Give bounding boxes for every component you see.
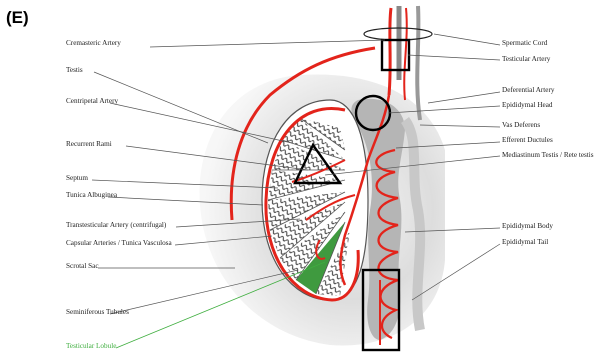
label-epididymal-tail: Epididymal Tail bbox=[502, 238, 548, 246]
label-capsular-arteries: Capsular Arteries / Tunica Vasculosa bbox=[66, 239, 172, 247]
label-tunica-albuginea: Tunica Albuginea bbox=[66, 191, 118, 199]
label-vas-deferens: Vas Deferens bbox=[502, 121, 540, 129]
label-testicular-artery: Testicular Artery bbox=[502, 55, 551, 63]
label-testis: Testis bbox=[66, 66, 83, 74]
label-seminiferous-tubules: Seminiferous Tubules bbox=[66, 308, 129, 316]
label-epididymal-head: Epididymal Head bbox=[502, 101, 553, 109]
label-septum: Septum bbox=[66, 174, 88, 182]
label-centripetal-artery: Centripetal Artery bbox=[66, 97, 118, 105]
label-efferent-ductules: Efferent Ductules bbox=[502, 136, 553, 144]
label-scrotal-sac: Scrotal Sac bbox=[66, 262, 99, 270]
label-cremasteric-artery: Cremasteric Artery bbox=[66, 39, 121, 47]
label-mediastinum-testis: Mediastinum Testis / Rete testis bbox=[502, 151, 594, 159]
label-transtesticular-artery: Transtesticular Artery (centrifugal) bbox=[66, 221, 167, 229]
label-recurrent-rami: Recurrent Rami bbox=[66, 140, 112, 148]
label-testicular-lobule: Testicular Lobule bbox=[66, 342, 116, 350]
label-epididymal-body: Epididymal Body bbox=[502, 222, 553, 230]
label-spermatic-cord: Spermatic Cord bbox=[502, 39, 548, 47]
label-deferential-artery: Deferential Artery bbox=[502, 86, 555, 94]
